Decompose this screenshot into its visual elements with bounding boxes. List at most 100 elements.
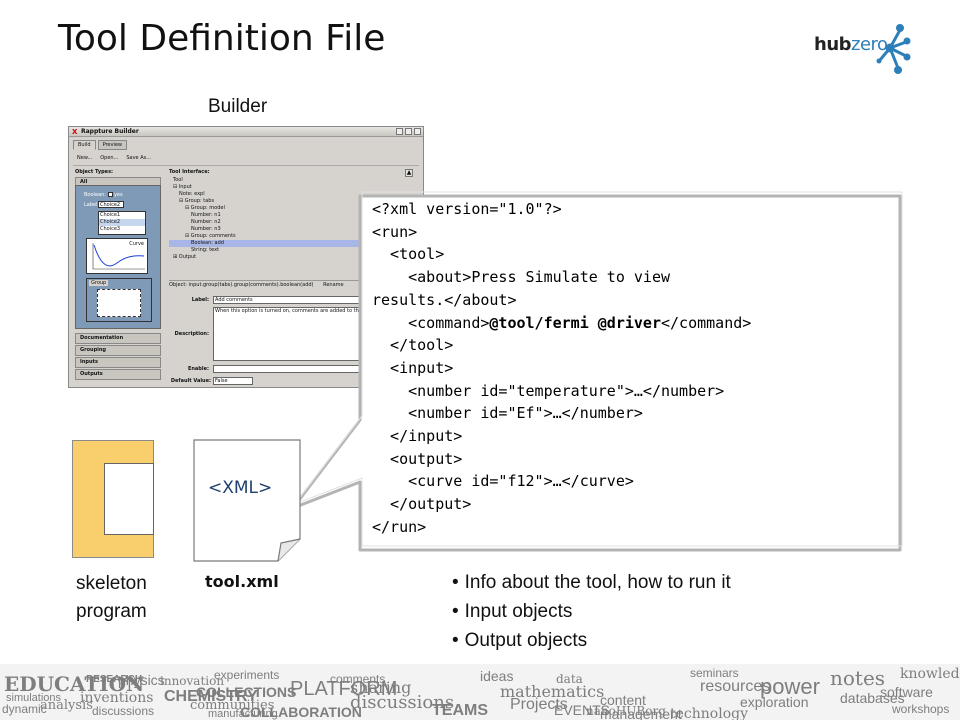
skeleton-program-label: skeleton program	[76, 570, 147, 626]
bullet-item: Output objects	[452, 626, 731, 655]
object-types-header: Object Types:	[75, 169, 114, 175]
form-enable-label: Enable:	[187, 366, 209, 372]
tree-item[interactable]: ⊟ Group: comments	[185, 233, 236, 239]
banner-word: EVENTS	[554, 702, 611, 718]
group-dropzone	[97, 289, 141, 317]
open-button[interactable]: Open...	[100, 155, 119, 161]
banner-word: resources	[700, 678, 771, 695]
minimize-button[interactable]	[396, 128, 403, 135]
code-line: <number id="Ef">…</number>	[372, 404, 643, 423]
hubzero-logo: hubzero	[812, 20, 912, 76]
code-line: </tool>	[372, 336, 454, 355]
object-palette: Boolean:yes Label: Choice2 Choice1 Choic…	[75, 185, 161, 329]
form-description-label: Description:	[174, 331, 209, 337]
banner-word: innovation	[160, 674, 225, 688]
tree-item[interactable]: Note: expl	[179, 191, 205, 197]
tool-xml-filename: tool.xml	[205, 572, 279, 591]
default-value-select[interactable]: False	[213, 377, 253, 385]
rename-button[interactable]: Rename	[323, 282, 344, 288]
banner-word: communities	[190, 698, 275, 713]
tree-item[interactable]: Number: n3	[191, 226, 221, 232]
scroll-up-icon[interactable]: ▲	[405, 169, 413, 177]
skeleton-program-hole	[104, 463, 154, 535]
code-line: <command>@tool/fermi @driver</command>	[372, 313, 752, 332]
banner-word: dynamic	[2, 702, 47, 716]
banner-word: databases	[840, 690, 905, 706]
close-button[interactable]	[414, 128, 421, 135]
banner-word: PLATFORM	[290, 678, 398, 700]
palette-boolean[interactable]: Boolean: yes	[84, 192, 123, 198]
palette-curve-plot[interactable]: Curve	[86, 238, 148, 274]
bullet-item: Input objects	[452, 597, 731, 626]
tab-preview[interactable]: Preview	[97, 140, 128, 150]
xml-file-icon	[193, 439, 301, 562]
palette-group[interactable]: Group	[86, 278, 152, 322]
choice-item[interactable]: Choice3	[100, 226, 121, 232]
banner-word: data	[556, 672, 583, 686]
logo-part-hub: hub	[814, 34, 852, 55]
tree-item[interactable]: Number: n2	[191, 219, 221, 225]
banner-word: CHEMISTRY	[164, 688, 258, 705]
tree-item[interactable]: ⊟ Group: model	[185, 205, 225, 211]
xml-tag-label: <XML>	[208, 478, 273, 498]
tab-build[interactable]: Build	[73, 140, 96, 150]
tree-item[interactable]: ⊟ Group: tabs	[179, 198, 215, 204]
palette-boolean-label: Boolean:	[84, 192, 106, 198]
maximize-button[interactable]	[405, 128, 412, 135]
banner-word: discussions	[350, 692, 455, 713]
banner-word: TEAMS	[432, 702, 488, 719]
palette-boolean-value: yes	[113, 192, 123, 198]
tree-item[interactable]: ⊟ Input	[173, 184, 192, 190]
code-line: <number id="temperature">…</number>	[372, 381, 725, 400]
banner-word: software	[880, 684, 933, 700]
code-line: <curve id="f12">…</curve>	[372, 472, 634, 491]
builder-titlebar: X Rappture Builder	[69, 127, 423, 137]
command-value: @tool/fermi @driver	[489, 313, 661, 332]
hub-node-icon	[876, 24, 911, 74]
tree-item[interactable]: ⊞ Output	[173, 254, 197, 260]
category-inputs[interactable]: Inputs	[75, 357, 161, 368]
banner-word: EDUCATION	[4, 672, 145, 696]
banner-word: notes	[830, 666, 886, 690]
banner-word: technology	[670, 706, 748, 720]
banner-word: management	[600, 706, 682, 720]
logo-wordmark: hubzero	[814, 34, 888, 55]
banner-word: simulations	[6, 692, 62, 704]
banner-word: power	[760, 674, 820, 699]
banner-word: comments	[330, 672, 386, 686]
banner-word: content	[600, 692, 646, 708]
banner-word: COLLECTIONS	[196, 684, 297, 700]
new-button[interactable]: New...	[77, 155, 93, 161]
tree-item[interactable]: Number: n1	[191, 212, 221, 218]
category-grouping[interactable]: Grouping	[75, 345, 161, 356]
choice-item[interactable]: Choice2	[99, 219, 145, 226]
banner-word: exploration	[740, 694, 809, 710]
skeleton-label-line1: skeleton	[76, 573, 147, 594]
code-line: <about>Press Simulate to view	[372, 268, 671, 287]
bullet-item: Info about the tool, how to run it	[452, 568, 731, 597]
palette-choice-list[interactable]: Choice1 Choice2 Choice3	[98, 211, 146, 235]
banner-word: analysis	[40, 698, 93, 713]
choice-item[interactable]: Choice1	[100, 212, 121, 218]
code-line: <?xml version="1.0"?>	[372, 200, 562, 218]
tree-item[interactable]: String: text	[191, 247, 220, 253]
tree-item[interactable]: Boolean: add	[169, 240, 409, 247]
tree-item[interactable]: Tool	[173, 177, 183, 183]
banner-word: sharing	[350, 678, 412, 697]
save-as-button[interactable]: Save As...	[126, 155, 151, 161]
curve-graph-icon	[92, 243, 145, 270]
code-line: <run>	[372, 222, 418, 241]
banner-word: RESEARCH	[86, 674, 143, 685]
code-line: <tool>	[372, 245, 445, 264]
banner-word: inventions	[80, 690, 154, 706]
category-outputs[interactable]: Outputs	[75, 369, 161, 380]
skeleton-label-line2: program	[76, 601, 147, 622]
toolbar-divider	[73, 165, 419, 166]
object-categories: Documentation Grouping Inputs Outputs	[75, 333, 161, 381]
code-line: <input>	[372, 358, 454, 377]
category-documentation[interactable]: Documentation	[75, 333, 161, 344]
palette-choice-dropdown[interactable]: Choice2	[98, 201, 124, 208]
banner-word: seminars	[690, 666, 739, 680]
